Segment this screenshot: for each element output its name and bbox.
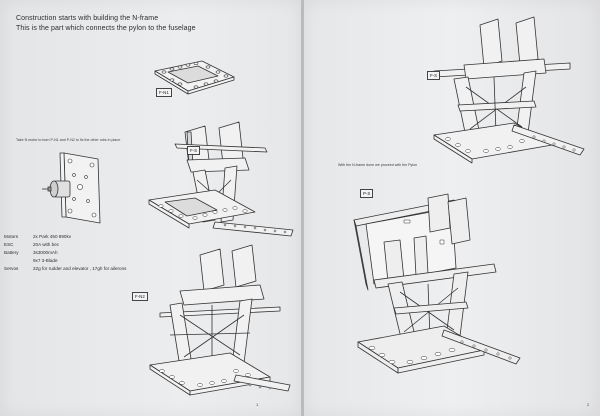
fn1-plate-drawing xyxy=(150,55,240,100)
fs-assembly-right-drawing xyxy=(394,15,584,165)
spec-value-battery: 3s3000mAh xyxy=(33,250,58,255)
spec-label-servos: Servos xyxy=(4,266,19,271)
spec-value-prop: 9x7 3-Blade xyxy=(33,258,58,263)
tag-ps: P-S xyxy=(360,189,374,198)
motor-mount-drawing xyxy=(40,145,110,235)
left-page-number: 1 xyxy=(256,402,259,407)
spec-label-motors: Motors xyxy=(4,234,19,239)
spec-value-motors: 2x Park 450 890kv xyxy=(33,234,72,239)
spec-label-esc: ESC xyxy=(4,242,14,247)
tag-fs-left: F-S xyxy=(187,146,201,155)
right-instruction: With the N-frame done we proceed with th… xyxy=(338,163,418,167)
ps-pylon-assembly-drawing xyxy=(344,180,564,390)
heading-line-1: Construction starts with building the N-… xyxy=(16,15,159,22)
tag-fn2: F-N2 xyxy=(132,292,148,301)
tag-fn1: F-N1 xyxy=(156,88,172,97)
tag-fs-right: F-S xyxy=(427,71,441,80)
left-instruction: Take N motor to born P-N1 and P-N2 to fi… xyxy=(16,138,122,142)
spec-label-battery: Battery xyxy=(4,250,19,255)
fn2-assembly-drawing xyxy=(140,245,290,405)
heading-line-2: This is the part which connects the pylo… xyxy=(16,25,196,32)
page-gutter xyxy=(301,0,304,416)
spec-value-servos: 22g for rudder and elevator , 17gh for a… xyxy=(33,266,127,271)
left-page: Construction starts with building the N-… xyxy=(0,0,301,416)
fs-assembly-drawing xyxy=(145,120,295,245)
right-page-number: 2 xyxy=(587,402,590,407)
right-page: F-S With the N-frame done we proceed wit… xyxy=(304,0,600,416)
spec-value-esc: 20A with bec xyxy=(33,242,60,247)
